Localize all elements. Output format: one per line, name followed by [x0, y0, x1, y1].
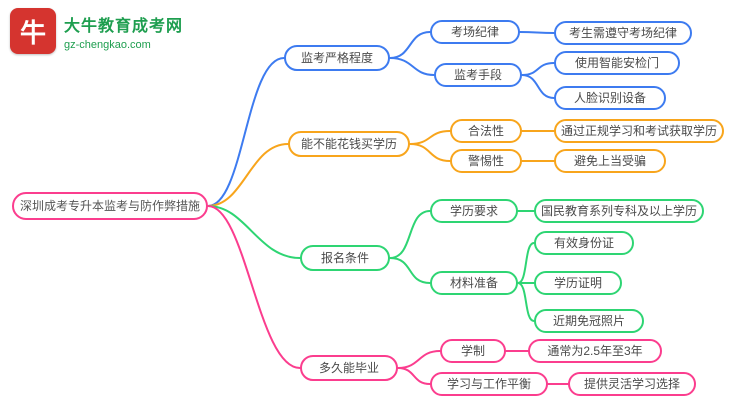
bull-seal-icon: 牛: [10, 8, 56, 54]
branch-node-requirements: 报名条件: [300, 245, 390, 271]
logo-domain-text: gz-chengkao.com: [64, 38, 151, 51]
leaf-node-avoid-scams: 避免上当受骗: [554, 149, 666, 173]
sub-node-work-balance: 学习与工作平衡: [430, 372, 548, 396]
connector-b0-c1-leaf0: [521, 62, 555, 76]
sub-node-vigilance: 警惕性: [450, 149, 522, 173]
branch-node-strictness: 监考严格程度: [284, 45, 390, 71]
leaf-node-valid-id: 有效身份证: [534, 231, 634, 255]
connector-b0-c1-leaf1: [521, 74, 555, 99]
connector-b1-c1: [409, 143, 451, 162]
sub-node-exam-discipline: 考场纪律: [430, 20, 520, 44]
sub-node-material-prep: 材料准备: [430, 271, 518, 295]
connector-b2-c1-leaf0: [517, 242, 535, 284]
connector-root-branch3: [207, 205, 301, 369]
leaf-node-flexible-options: 提供灵活学习选择: [568, 372, 696, 396]
leaf-node-diploma-proof: 学历证明: [534, 271, 622, 295]
leaf-node-legit-study: 通过正规学习和考试获取学历: [554, 119, 724, 143]
connector-b2-c1-leaf2: [517, 282, 535, 322]
leaf-node-duration-years: 通常为2.5年至3年: [528, 339, 662, 363]
sub-node-proctor-methods: 监考手段: [434, 63, 522, 87]
seal-character: 牛: [19, 17, 46, 48]
branch-node-buy-diploma: 能不能花钱买学历: [288, 131, 410, 157]
leaf-node-security-gate: 使用智能安检门: [554, 51, 680, 75]
sub-node-legality: 合法性: [450, 119, 522, 143]
connector-b2-c1: [389, 257, 431, 284]
connector-b0-c0: [389, 31, 431, 59]
leaf-node-recent-photo: 近期免冠照片: [534, 309, 644, 333]
branch-node-graduation: 多久能毕业: [300, 355, 398, 381]
connector-b3-c1: [397, 367, 431, 385]
connector-root-branch2: [207, 205, 301, 259]
leaf-node-face-recognition: 人脸识别设备: [554, 86, 666, 110]
connector-root-branch0: [207, 57, 285, 207]
connector-b2-c0: [389, 210, 431, 259]
site-logo[interactable]: 牛 大牛教育成考网 gz-chengkao.com: [10, 8, 183, 54]
sub-node-education-requirement: 学历要求: [430, 199, 518, 223]
connector-b1-c0: [409, 130, 451, 145]
connector-b3-c0: [397, 350, 441, 369]
leaf-node-follow-discipline: 考生需遵守考场纪律: [554, 21, 692, 45]
connector-b0-c1: [389, 57, 435, 76]
sub-node-study-duration: 学制: [440, 339, 506, 363]
leaf-node-national-education: 国民教育系列专科及以上学历: [534, 199, 704, 223]
logo-brand-text: 大牛教育成考网: [64, 17, 184, 35]
connector-root-branch1: [207, 143, 289, 207]
connector-b0-c0-leaf0: [519, 31, 555, 34]
mindmap-root-node: 深圳成考专升本监考与防作弊措施: [12, 192, 208, 220]
